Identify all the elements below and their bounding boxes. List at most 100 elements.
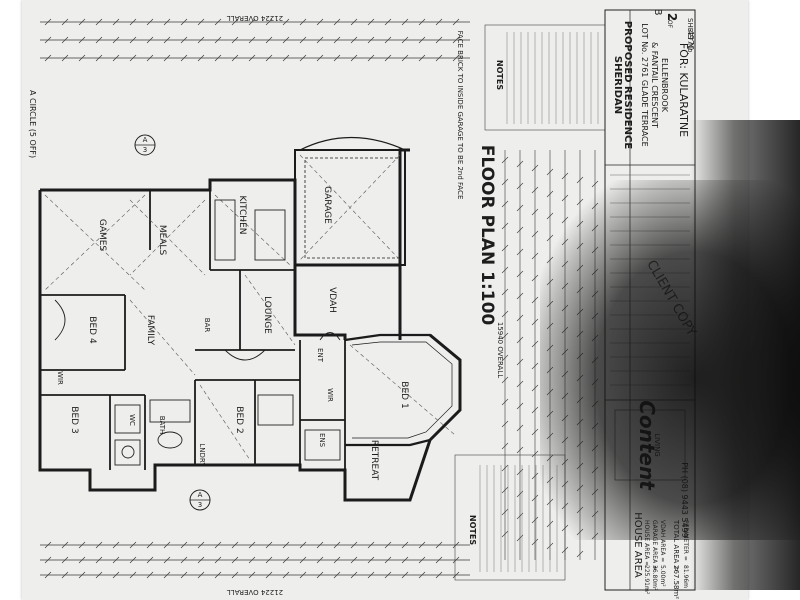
drawing-tick (531, 450, 539, 458)
drawing-tick (501, 200, 509, 208)
drawing-tick (78, 18, 86, 26)
area-schedule: HOUSE AREA HOUSE AREA = 225.91m² GARAGE … (632, 512, 689, 599)
drawing-tick (516, 292, 524, 300)
drawing-tick (435, 18, 443, 26)
outer-walls (38, 148, 462, 502)
drawing-tick (112, 556, 120, 564)
drawing-tick (333, 54, 341, 62)
section-sheet-top: 3 (143, 146, 147, 154)
drawing-tick (112, 18, 120, 26)
right-notes-header: NOTES (495, 60, 504, 90)
perimeter-label: PERIMETER = (682, 520, 689, 561)
drawing-tick (78, 54, 86, 62)
circle-note: A CIRCLE (5 OFF) (28, 90, 37, 158)
notes-header: NOTES (468, 515, 477, 545)
drawing-tick (531, 494, 539, 502)
house-area-label: HOUSE AREA = (643, 520, 650, 566)
drawing-tick (316, 571, 324, 579)
drawing-tick (452, 541, 460, 549)
drawing-tick (418, 556, 426, 564)
drawing-tick (546, 168, 554, 176)
drawing-tick (112, 36, 120, 44)
drawing-tick (516, 314, 524, 322)
drawing-tick (435, 571, 443, 579)
internal-walls (40, 190, 346, 470)
drawing-tick (282, 36, 290, 44)
drawing-tick (129, 54, 137, 62)
drawing-tick (95, 36, 103, 44)
drawing-tick (501, 354, 509, 362)
drawing-tick (350, 54, 358, 62)
drawing-tick (435, 36, 443, 44)
drawing-tick (299, 556, 307, 564)
drawing-tick (516, 182, 524, 190)
drawing-tick (452, 54, 460, 62)
drawing-tick (231, 556, 239, 564)
drawing-tick (299, 36, 307, 44)
drawing-tick (197, 541, 205, 549)
drawing-tick (531, 296, 539, 304)
sheet-label: SHEET No. (686, 18, 694, 55)
drawing-tick (248, 18, 256, 26)
room-ent: ENT (316, 348, 324, 363)
drawing-tick (129, 541, 137, 549)
drawing-tick (501, 398, 509, 406)
drawing-tick (44, 556, 52, 564)
drawing-tick (516, 424, 524, 432)
drawing-tick (531, 230, 539, 238)
drawing-tick (214, 54, 222, 62)
drawing-tick (299, 18, 307, 26)
drawing-tick (146, 556, 154, 564)
drawing-tick (112, 54, 120, 62)
drawing-tick (401, 18, 409, 26)
drawing-tick (384, 541, 392, 549)
drawing-tick (95, 18, 103, 26)
room-games: GAMES (97, 219, 107, 252)
drawing-tick (333, 541, 341, 549)
drawing-tick (299, 54, 307, 62)
room-lndry: LNDRY (198, 443, 206, 467)
drawing-tick (180, 541, 188, 549)
drawing-tick (231, 18, 239, 26)
house-area-value: 225.91m² (643, 565, 650, 595)
drawing-tick (384, 54, 392, 62)
drawing-tick (367, 18, 375, 26)
drawing-tick (163, 571, 171, 579)
drawing-tick (531, 384, 539, 392)
room-bed1: BED 1 (399, 381, 409, 408)
drawing-tick (531, 538, 539, 546)
total-area-label: TOTAL AREA = (672, 519, 680, 572)
drawing-tick (384, 18, 392, 26)
drawing-tick (501, 332, 509, 340)
house-area-title: HOUSE AREA (632, 512, 643, 578)
drawing-tick (367, 556, 375, 564)
drawing-tick (531, 274, 539, 282)
drawing-tick (501, 310, 509, 318)
drawing-tick (95, 54, 103, 62)
drawing-tick (501, 530, 509, 538)
drawing-tick (61, 54, 69, 62)
garage (294, 137, 406, 266)
drawing-tick (435, 556, 443, 564)
drawing-tick (350, 36, 358, 44)
drawing-tick (214, 541, 222, 549)
company-block: Content LIVING PH (08) 9443 5499 (614, 400, 689, 538)
drawing-tick (350, 541, 358, 549)
drawing-tick (180, 18, 188, 26)
drawing-tick (146, 571, 154, 579)
drawing-tick (316, 18, 324, 26)
drawing-tick (501, 288, 509, 296)
drawing-tick (531, 340, 539, 348)
drawing-tick (516, 446, 524, 454)
drawing-tick (401, 556, 409, 564)
room-labels: GAMES MEALS KITCHEN FAMILY LOUNGE GARAGE… (56, 186, 409, 481)
drawing-tick (531, 406, 539, 414)
drawing-tick (418, 18, 426, 26)
drawing-tick (516, 358, 524, 366)
drawing-tick (44, 541, 52, 549)
notes-panel: NOTES (454, 454, 566, 581)
drawing-tick (384, 36, 392, 44)
vdah-area-label: VDAH AREA = (659, 520, 666, 562)
drawing-tick (112, 541, 120, 549)
drawing-tick (501, 266, 509, 274)
